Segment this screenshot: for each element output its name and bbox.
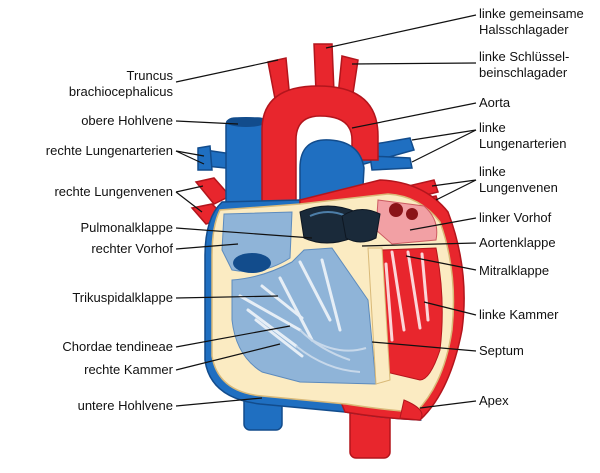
label-rechter-vorhof: rechter Vorhof bbox=[91, 241, 173, 256]
label-hals-line1: linke gemeinsame bbox=[479, 6, 584, 21]
trabeculae-right bbox=[295, 329, 367, 373]
label-pulmonalklappe: Pulmonalklappe bbox=[80, 220, 173, 235]
septum-wall bbox=[367, 247, 391, 385]
label-untere-hohlvene: untere Hohlvene bbox=[78, 398, 173, 413]
label-linke-kammer: linke Kammer bbox=[479, 307, 559, 322]
label-hals-line2: Halsschlagader bbox=[479, 22, 569, 37]
aortic-valve bbox=[341, 209, 381, 243]
label-schluessel-line2: beinschlagader bbox=[479, 65, 568, 80]
label-mitralklappe: Mitralklappe bbox=[479, 263, 549, 278]
label-lungenvenen-line2: Lungenvenen bbox=[479, 180, 558, 195]
left-pulmonary-vein-opening-1 bbox=[389, 203, 403, 217]
labels-left: Truncus brachiocephalicus obere Hohlvene… bbox=[46, 68, 174, 413]
label-linker-vorhof: linker Vorhof bbox=[479, 210, 552, 225]
aorta bbox=[261, 43, 379, 231]
label-obere-hohlvene: obere Hohlvene bbox=[81, 113, 173, 128]
label-apex: Apex bbox=[479, 393, 509, 408]
label-trikuspidalklappe: Trikuspidalklappe bbox=[72, 290, 173, 305]
label-rechte-lungenarterien: rechte Lungenarterien bbox=[46, 143, 173, 158]
apex-tip bbox=[399, 399, 423, 421]
label-rechte-lungenvenen: rechte Lungenvenen bbox=[54, 184, 173, 199]
label-aortenklappe: Aortenklappe bbox=[479, 235, 556, 250]
leader-lines bbox=[175, 14, 477, 409]
label-rechte-kammer: rechte Kammer bbox=[84, 362, 174, 377]
label-lungenarterien-line1: linke bbox=[479, 120, 506, 135]
inferior-vena-cava-opening bbox=[233, 253, 271, 273]
label-truncus-line2: brachiocephalicus bbox=[69, 84, 174, 99]
label-truncus-line1: Truncus bbox=[127, 68, 174, 83]
label-aorta: Aorta bbox=[479, 95, 511, 110]
label-lungenarterien-line2: Lungenarterien bbox=[479, 136, 566, 151]
heart-illustration bbox=[190, 43, 465, 459]
label-septum: Septum bbox=[479, 343, 524, 358]
chordae-right bbox=[238, 258, 342, 358]
left-pulmonary-vein-opening-2 bbox=[406, 208, 418, 220]
chordae-left bbox=[384, 250, 430, 342]
label-schluessel-line1: linke Schlüssel- bbox=[479, 49, 569, 64]
label-lungenvenen-line1: linke bbox=[479, 164, 506, 179]
label-chordae-tendineae: Chordae tendineae bbox=[62, 339, 173, 354]
labels-right: linke gemeinsame Halsschlagader linke Sc… bbox=[479, 6, 584, 408]
